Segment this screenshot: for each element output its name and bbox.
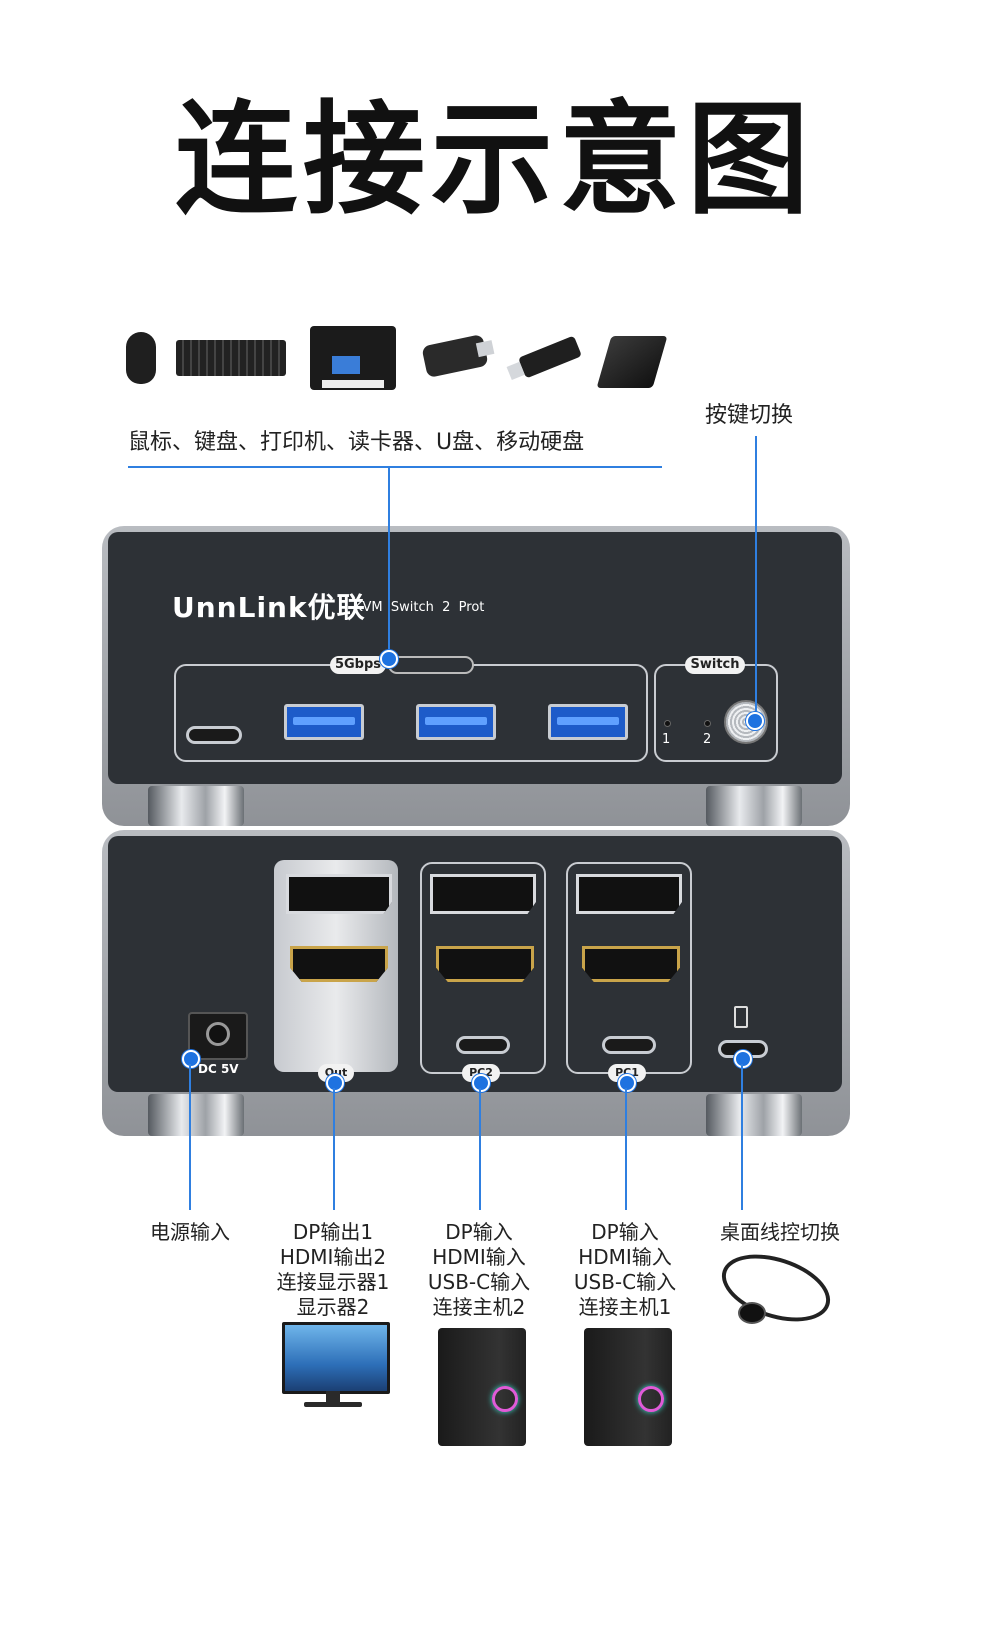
port-type-icons xyxy=(388,656,474,674)
pc2-label: DP输入 HDMI输入 USB-C输入 连接主机2 xyxy=(427,1220,531,1319)
usb-drive-icon xyxy=(506,335,582,380)
led-2 xyxy=(704,720,711,727)
pc2-callout-dot xyxy=(472,1074,490,1092)
pc2-dp-port[interactable] xyxy=(430,874,536,914)
power-label: 电源输入 xyxy=(150,1220,230,1244)
pc1-hdmi-port[interactable] xyxy=(582,946,680,982)
pc1-callout-dot xyxy=(618,1074,636,1092)
monitor-icon xyxy=(282,1322,390,1394)
peripheral-callout-line xyxy=(388,466,390,658)
pc1-dp-port[interactable] xyxy=(576,874,682,914)
power-callout-dot xyxy=(182,1050,200,1068)
wired-remote-icon xyxy=(734,1006,748,1028)
wired-callout-dot xyxy=(734,1050,752,1068)
monitor-stand-icon xyxy=(326,1391,340,1403)
usb-a-port-3[interactable] xyxy=(548,704,628,740)
rear-left-foot xyxy=(148,1094,244,1136)
rear-right-foot xyxy=(706,1094,802,1136)
keyboard-icon xyxy=(176,340,286,376)
pc1-callout-line xyxy=(625,1088,627,1210)
dp-out-port[interactable] xyxy=(286,874,392,914)
usb-a-port-1[interactable] xyxy=(284,704,364,740)
out-callout-line xyxy=(333,1088,335,1210)
front-left-foot xyxy=(148,786,244,826)
pc1-usb-c-port[interactable] xyxy=(602,1036,656,1054)
dc-power-jack[interactable] xyxy=(188,1012,248,1060)
wired-label: 桌面线控切换 xyxy=(720,1220,840,1244)
led-1-label: 1 xyxy=(662,732,671,747)
led-2-label: 2 xyxy=(703,732,712,747)
switch-caption: 按键切换 xyxy=(705,403,794,428)
wired-callout-line xyxy=(741,1064,743,1210)
peripherals-underline xyxy=(128,466,662,468)
dc-label: DC 5V xyxy=(198,1062,239,1076)
model-text: KVM Switch 2 Prot xyxy=(354,600,485,615)
led-1 xyxy=(664,720,671,727)
power-callout-line xyxy=(189,1064,191,1210)
out-label: DP输出1 HDMI输出2 连接显示器1 显示器2 xyxy=(276,1220,390,1319)
switch-callout-dot xyxy=(746,712,764,730)
out-callout-dot xyxy=(326,1074,344,1092)
hdmi-out-port[interactable] xyxy=(290,946,388,982)
wired-remote-cable-icon xyxy=(713,1242,839,1334)
mouse-icon xyxy=(126,332,156,384)
wired-remote-button-icon xyxy=(738,1302,766,1324)
pc1-label: DP输入 HDMI输入 USB-C输入 连接主机1 xyxy=(573,1220,677,1319)
switch-badge: Switch xyxy=(685,656,745,674)
front-right-foot xyxy=(706,786,802,826)
page-title: 连接示意图 xyxy=(175,89,815,231)
card-reader-icon xyxy=(421,333,495,379)
pc2-tower-icon xyxy=(438,1328,526,1446)
hard-drive-icon xyxy=(596,336,668,388)
monitor-base-icon xyxy=(304,1402,362,1407)
usb-a-port-2[interactable] xyxy=(416,704,496,740)
usb-c-port-front[interactable] xyxy=(186,726,242,744)
brand-logo: UnnLink优联 xyxy=(172,591,366,624)
peripheral-callout-dot xyxy=(380,650,398,668)
pc1-tower-icon xyxy=(584,1328,672,1446)
switch-callout-line xyxy=(755,436,757,716)
printer-icon xyxy=(310,326,396,390)
pc2-hdmi-port[interactable] xyxy=(436,946,534,982)
pc2-callout-line xyxy=(479,1088,481,1210)
peripherals-caption: 鼠标、键盘、打印机、读卡器、U盘、移动硬盘 xyxy=(128,430,585,455)
speed-badge: 5Gbps xyxy=(330,656,386,674)
pc2-usb-c-port[interactable] xyxy=(456,1036,510,1054)
